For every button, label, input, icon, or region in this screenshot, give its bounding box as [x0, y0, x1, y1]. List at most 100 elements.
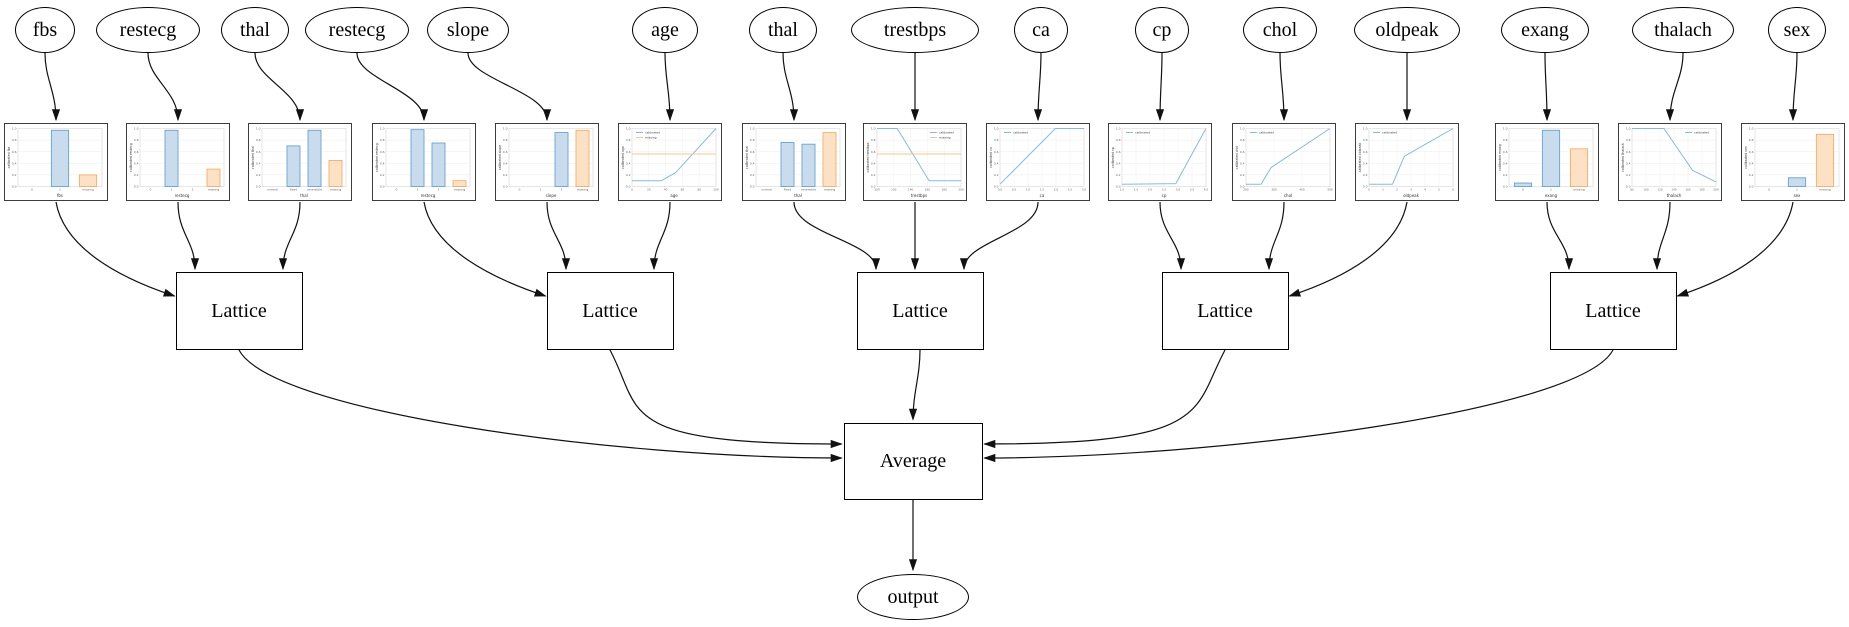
y-tick-label: 1.0	[256, 127, 261, 131]
y-tick-label: 0.6	[871, 150, 876, 154]
legend-label: calibrated	[645, 131, 660, 135]
y-axis-label: calibrated exang	[1498, 144, 1502, 171]
y-tick-label: 0.6	[134, 150, 139, 154]
y-tick-label: 1.0	[1626, 127, 1631, 131]
bar-1	[1787, 177, 1807, 187]
x-tick-label: 160	[925, 188, 931, 192]
x-tick-label: 200	[1243, 188, 1249, 192]
lattice-node-label: Lattice	[211, 299, 267, 322]
x-tick-label: 1.5	[1134, 188, 1139, 192]
y-tick-label: 0.4	[1116, 161, 1121, 165]
x-tick-label: 5	[1438, 188, 1440, 192]
y-tick-label: 0.0	[1503, 185, 1508, 189]
x-axis-label: thal	[794, 193, 802, 198]
edge-calibrator-to-lattice	[1159, 201, 1186, 271]
legend-label: calibrated	[1259, 131, 1274, 135]
edge-calibrator-to-lattice	[1676, 201, 1794, 297]
x-tick-label: 500	[1327, 188, 1333, 192]
x-tick-label: 2	[192, 188, 194, 192]
x-tick-label: 1	[540, 188, 542, 192]
lattice-node-label: Lattice	[582, 299, 638, 322]
x-axis-label: chol	[1284, 193, 1292, 198]
x-tick-label: 1.0	[1120, 188, 1125, 192]
legend-label: calibrated	[939, 131, 954, 135]
y-tick-label: 0.2	[750, 173, 755, 177]
input-node-label: slope	[446, 18, 490, 41]
edge-input-to-calibrator	[147, 52, 183, 122]
y-tick-label: 1.0	[994, 127, 999, 131]
input-node-label: cp	[1152, 18, 1172, 41]
edge-input-to-calibrator	[356, 52, 429, 122]
y-axis-label: calibrated chol	[1235, 146, 1239, 170]
x-tick-label: 0	[150, 188, 152, 192]
input-node-label: exang	[1521, 18, 1569, 41]
edge-input-to-calibrator	[1788, 52, 1798, 122]
x-tick-label: 0	[396, 188, 398, 192]
edge-lattice-to-average	[983, 349, 1226, 449]
y-axis-label: calibrated cp	[1111, 147, 1115, 168]
bar-missing	[575, 129, 590, 187]
edge-calibrator-to-lattice	[1546, 201, 1574, 271]
edge-input-to-calibrator	[44, 52, 61, 122]
y-axis-label: calibrated restecg	[375, 143, 379, 172]
x-tick-label: 200	[958, 188, 964, 192]
input-node-cp: cp	[1135, 7, 1189, 53]
x-axis-label: thal	[300, 193, 308, 198]
edge-lattice-to-average	[908, 349, 921, 421]
input-node-label: oldpeak	[1375, 18, 1439, 41]
x-tick-label: missing	[82, 188, 94, 192]
edge-input-to-calibrator	[1155, 52, 1165, 122]
y-tick-label: 0.4	[256, 161, 261, 165]
output-node-label: output	[887, 585, 939, 608]
x-tick-label: 1	[1550, 188, 1552, 192]
input-node-restecg: restecg	[305, 7, 409, 53]
y-tick-label: 0.2	[134, 173, 139, 177]
x-tick-label: normal	[267, 188, 278, 192]
legend-label: calibrated	[1013, 131, 1028, 135]
lattice-node-3: Lattice	[856, 272, 984, 350]
y-tick-label: 0.4	[503, 161, 508, 165]
bar-fixed	[780, 142, 795, 187]
x-tick-label: 0	[1522, 188, 1524, 192]
bar-missing	[822, 132, 837, 187]
y-tick-label: 1.0	[503, 127, 508, 131]
y-tick-label: 0.4	[994, 161, 999, 165]
plot-area	[876, 128, 962, 187]
x-axis-label: cp	[1162, 193, 1167, 198]
edge-calibrator-to-lattice	[1264, 201, 1285, 271]
x-tick-label: 160	[1685, 188, 1691, 192]
input-node-chol: chol	[1243, 7, 1317, 53]
input-node-ca: ca	[1014, 7, 1068, 53]
series-line-calibrated	[877, 128, 961, 182]
lattice-node-5: Lattice	[1549, 272, 1677, 350]
y-tick-label: 0.6	[1749, 150, 1754, 154]
x-axis-label: thalach	[1667, 193, 1682, 198]
x-tick-label: 3.0	[1176, 188, 1181, 192]
input-node-label: restecg	[328, 18, 386, 41]
y-tick-label: 1.0	[1749, 127, 1754, 131]
bar-2	[554, 132, 569, 187]
y-tick-label: 0.8	[1116, 138, 1121, 142]
x-axis-label: ca	[1040, 193, 1045, 198]
y-tick-label: 0.6	[380, 150, 385, 154]
y-axis-label: calibrated thal	[745, 146, 749, 169]
y-tick-label: 0.4	[1626, 161, 1631, 165]
bar-2	[431, 142, 446, 187]
bar-missing	[78, 174, 98, 187]
y-tick-label: 0.6	[12, 150, 17, 154]
y-tick-label: 0.4	[134, 161, 139, 165]
input-node-label: thal	[768, 18, 798, 41]
x-tick-label: 1	[59, 188, 61, 192]
